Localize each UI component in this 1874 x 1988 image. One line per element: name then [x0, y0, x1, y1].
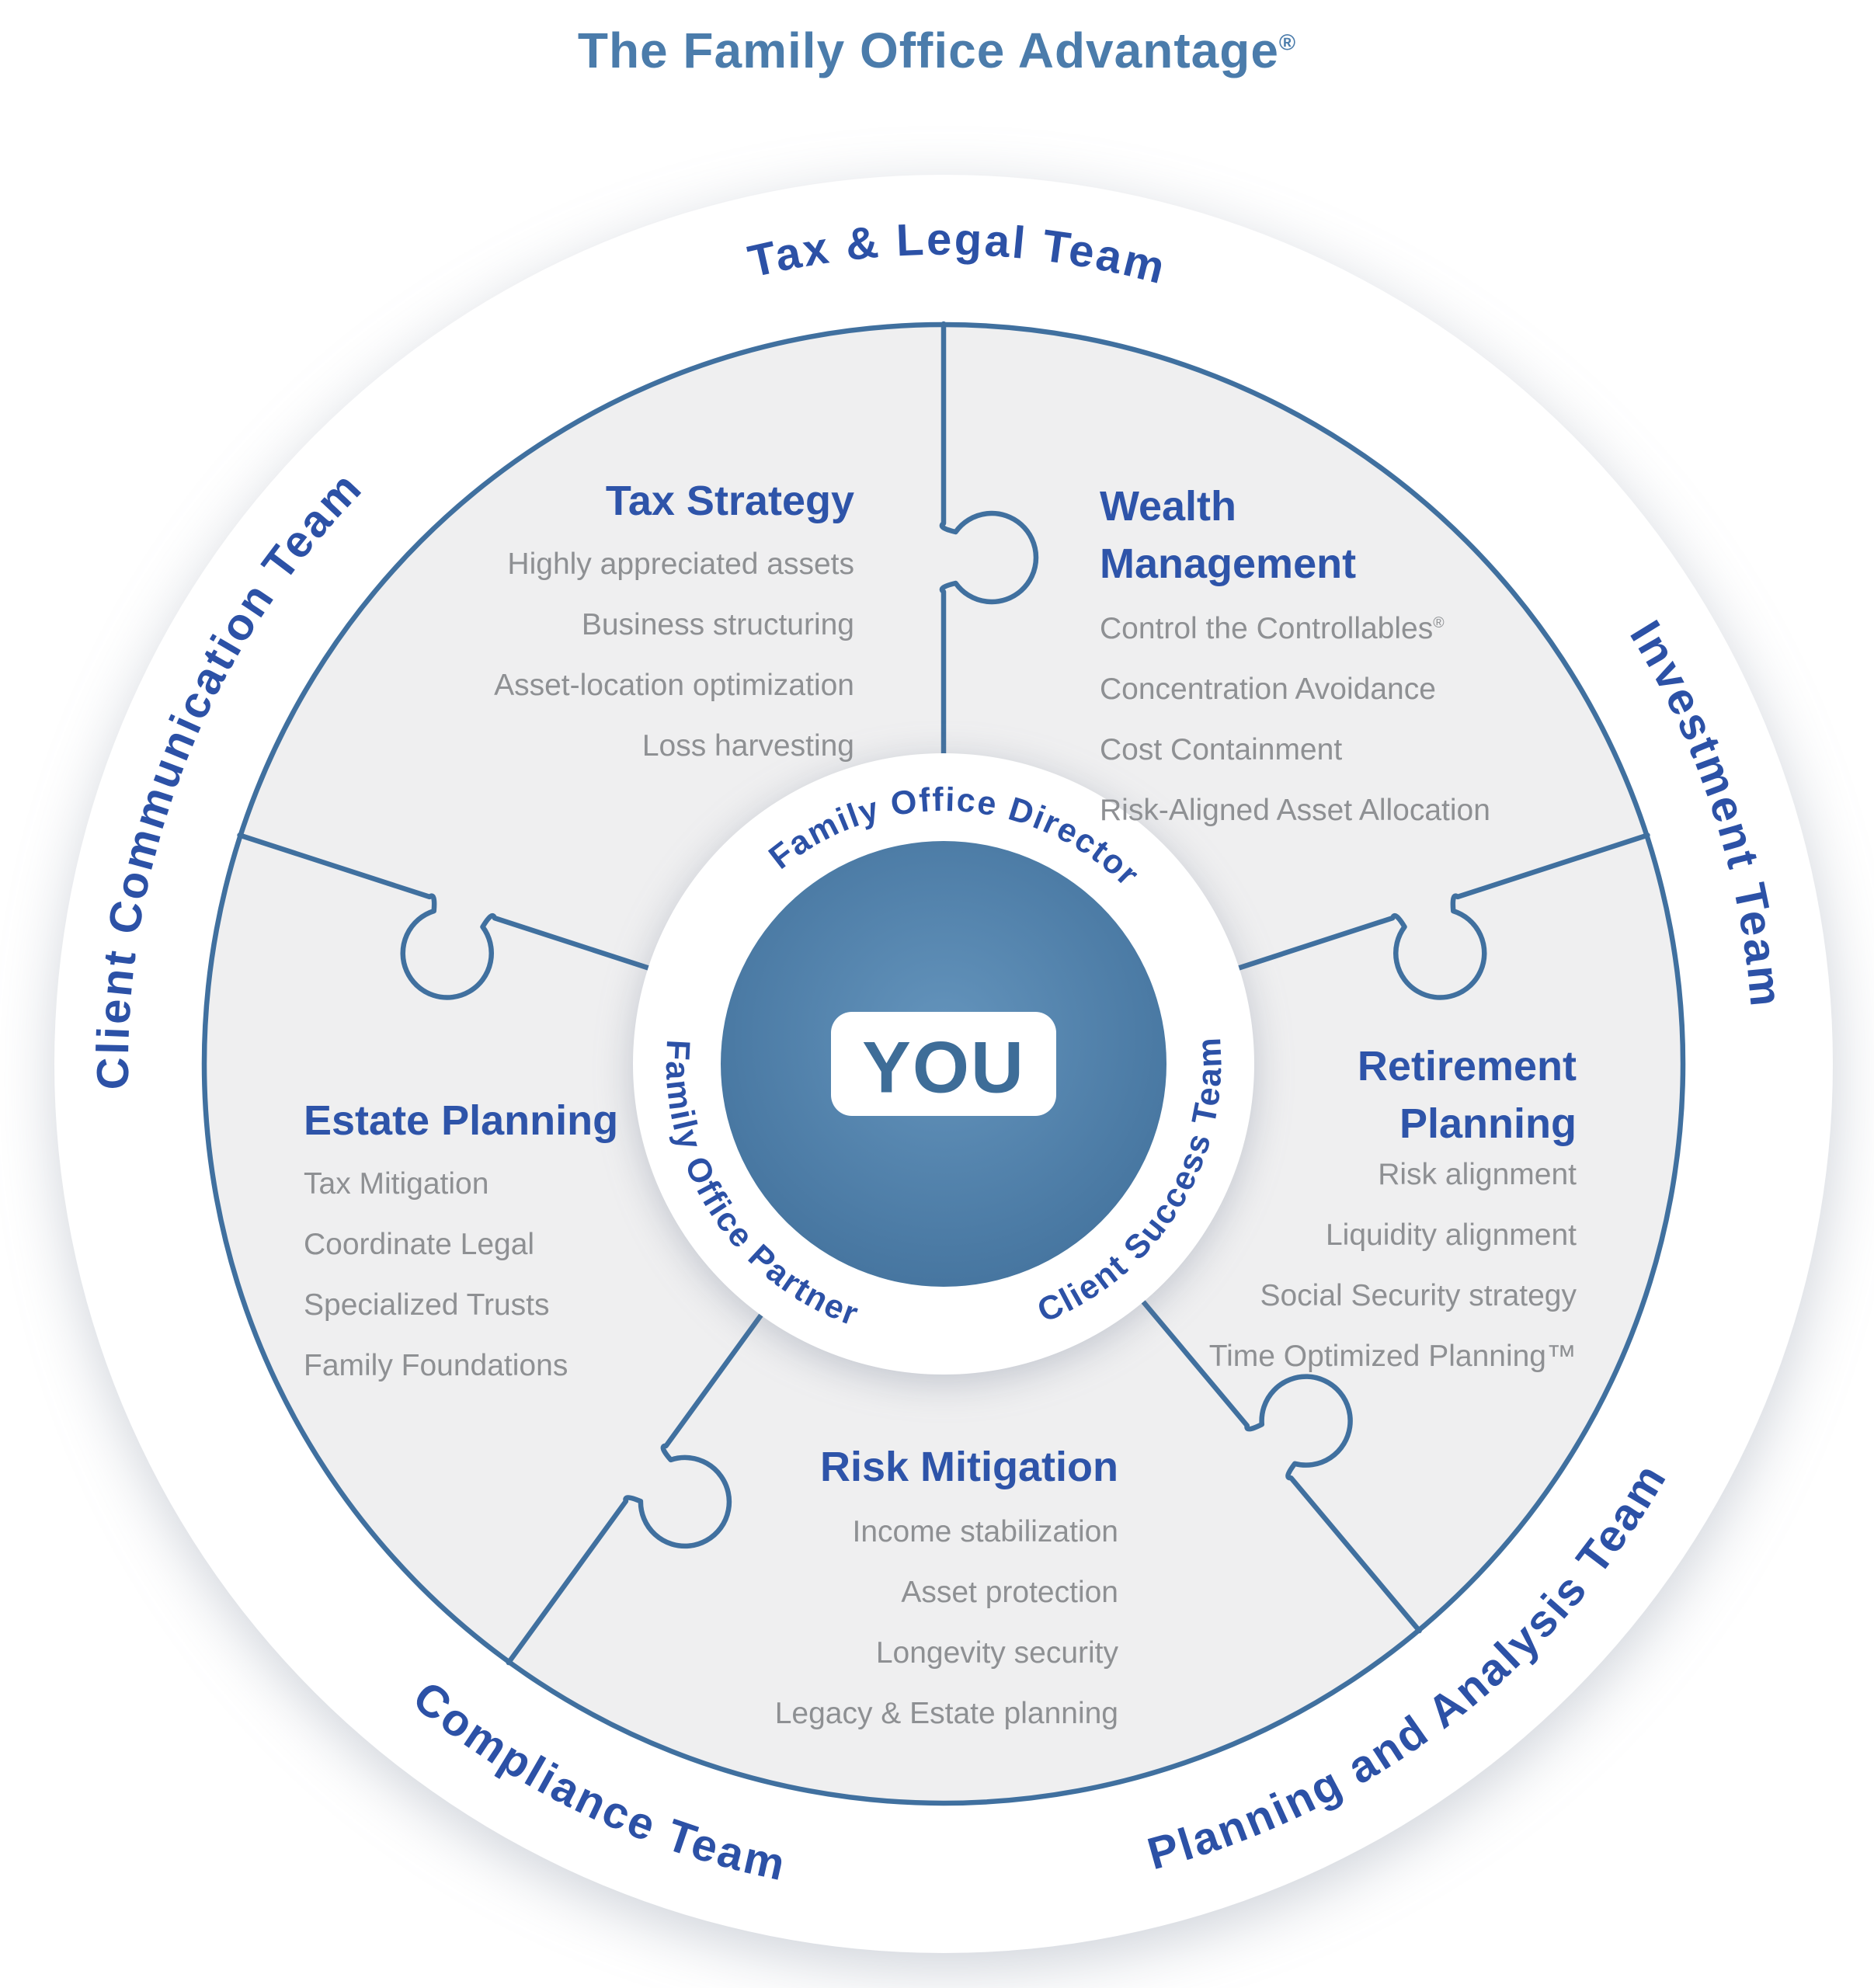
- segment-item: Concentration Avoidance: [1100, 673, 1436, 706]
- segment-heading-tax-strategy: Tax Strategy: [605, 478, 854, 524]
- segment-item: Highly appreciated assets: [507, 547, 854, 581]
- segment-heading-estate-planning: Estate Planning: [304, 1097, 619, 1144]
- you-badge: [831, 1012, 1056, 1116]
- segment-item: Tax Mitigation: [304, 1167, 489, 1201]
- segment-heading-wealth-management: Wealth Management: [1100, 483, 1357, 587]
- segment-item: Risk alignment: [1378, 1158, 1577, 1191]
- segment-heading-risk-mitigation: Risk Mitigation: [819, 1444, 1118, 1490]
- segment-item: Liquidity alignment: [1325, 1218, 1577, 1252]
- segment-item: Control the Controllables®: [1100, 612, 1445, 645]
- segment-item: Longevity security: [875, 1636, 1118, 1670]
- segment-item: Business structuring: [581, 608, 854, 641]
- segment-item: Specialized Trusts: [304, 1288, 550, 1322]
- puzzle-divider: [237, 832, 657, 1000]
- segment-item: Social Security strategy: [1260, 1279, 1577, 1312]
- segment-item: Cost Containment: [1100, 733, 1343, 766]
- segment-items-wealth-management: Control the Controllables® Concentration …: [1100, 593, 1490, 841]
- segment-item: Time Optimized Planning™: [1208, 1340, 1577, 1373]
- segment-item: Risk-Aligned Asset Allocation: [1100, 794, 1490, 827]
- segment-item: Coordinate Legal: [304, 1228, 535, 1261]
- segment-item: Legacy & Estate planning: [774, 1697, 1118, 1730]
- segment-item: Loss harvesting: [641, 729, 854, 763]
- puzzle-divider: [1230, 832, 1650, 1000]
- puzzle-divider: [1136, 1295, 1422, 1634]
- puzzle-divider: [939, 321, 1039, 763]
- puzzle-divider: [506, 1307, 767, 1666]
- segment-heading-retirement-planning: Retirement Planning: [1357, 1043, 1577, 1147]
- segment-item: Income stabilization: [852, 1515, 1118, 1548]
- segment-item: Family Foundations: [304, 1349, 568, 1382]
- you-label: YOU: [862, 1027, 1025, 1108]
- segment-item: Asset-location optimization: [494, 669, 854, 702]
- segment-item: Asset protection: [901, 1576, 1118, 1609]
- page-title: The Family Office Advantage®: [577, 23, 1297, 78]
